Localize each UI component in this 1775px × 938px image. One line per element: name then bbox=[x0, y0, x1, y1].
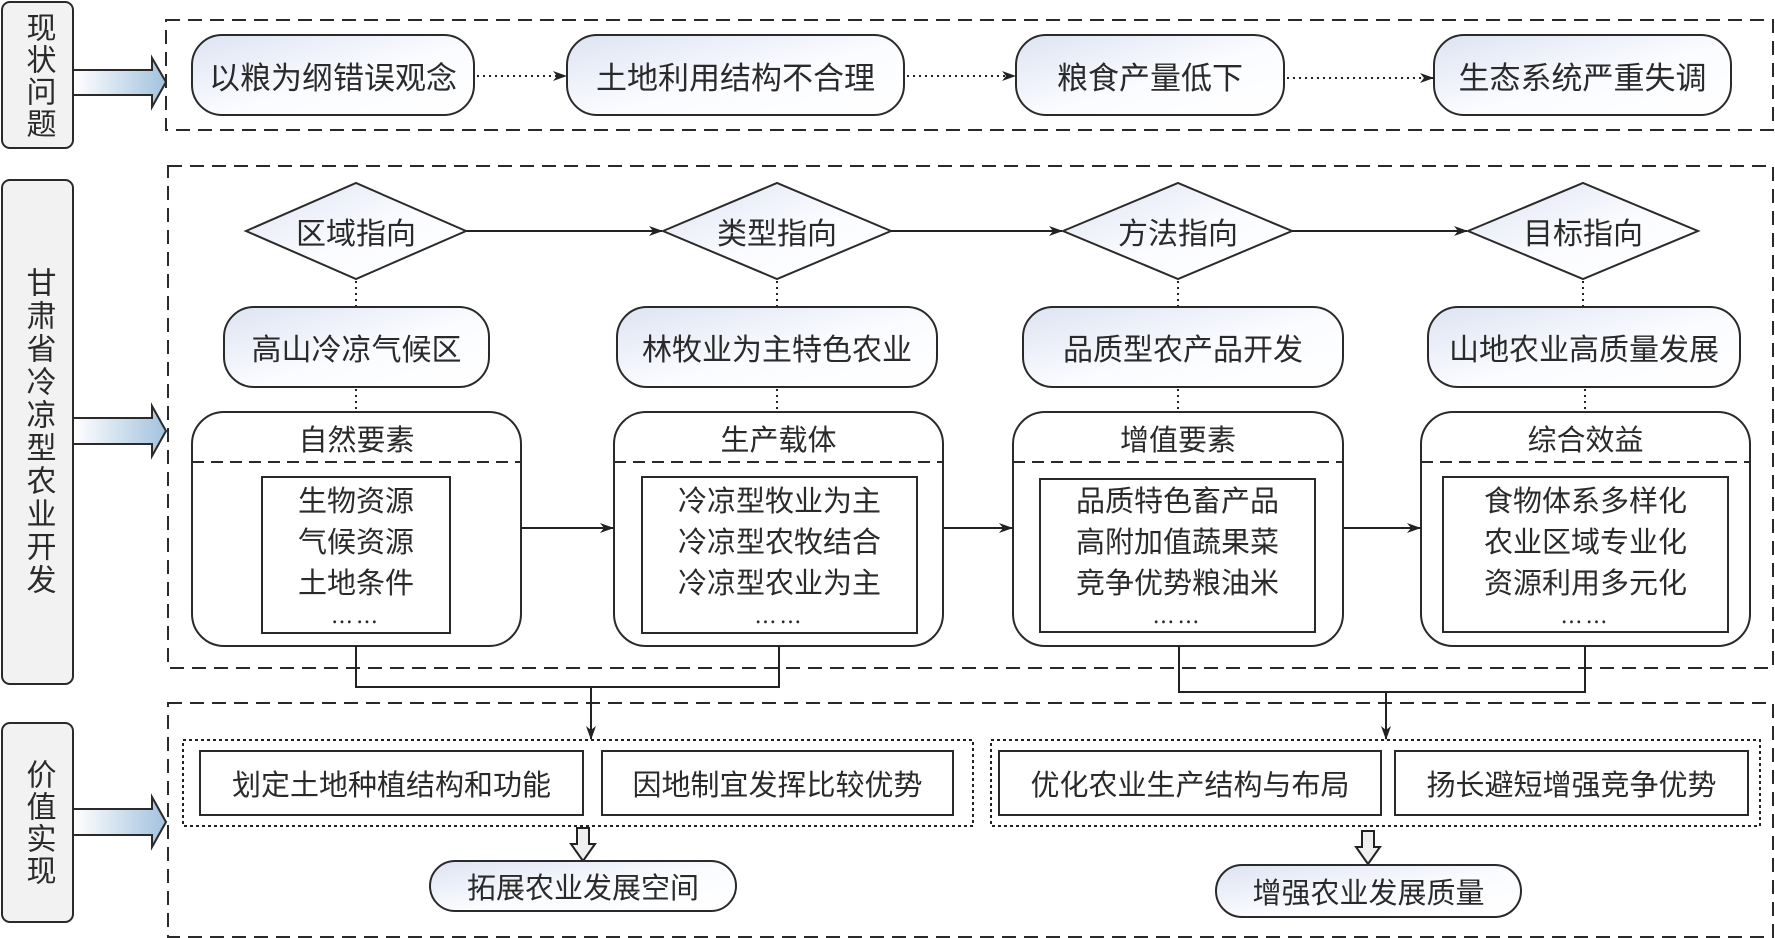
list-item: 生物资源 bbox=[297, 483, 414, 518]
section-label-value: 价值实现 bbox=[20, 758, 56, 887]
list-ellipsis: …… bbox=[1152, 604, 1203, 629]
list-item: 土地条件 bbox=[297, 565, 414, 600]
hollow-arrow-down-2 bbox=[1354, 830, 1382, 866]
focus-pill-3 bbox=[1022, 306, 1344, 388]
problem-text-1: 以粮为纲错误观念 bbox=[209, 60, 457, 97]
problem-pill-1 bbox=[191, 34, 475, 116]
outcome-text-2: 增强农业发展质量 bbox=[1252, 876, 1485, 910]
box-title-1: 自然要素 bbox=[298, 423, 415, 457]
action-box-4 bbox=[1394, 750, 1749, 816]
list-item: 农业区域专业化 bbox=[1483, 524, 1687, 559]
problem-pill-2 bbox=[566, 34, 905, 116]
box-list-3: 品质特色畜产品 高附加值蔬果菜 竞争优势粮油米 …… bbox=[1040, 480, 1315, 631]
direction-text-4: 目标指向 bbox=[1523, 217, 1643, 252]
merge-connector-right bbox=[1178, 646, 1586, 693]
action-box-1 bbox=[199, 750, 584, 816]
box-list-1: 生物资源 气候资源 土地条件 …… bbox=[262, 479, 450, 631]
direction-diamond-4 bbox=[1465, 181, 1701, 281]
section-label-problems: 现状问题 bbox=[20, 12, 56, 140]
problem-text-4: 生态系统严重失调 bbox=[1458, 60, 1707, 97]
outcome-text-1: 拓展农业发展空间 bbox=[466, 871, 699, 905]
merge-connector-left bbox=[355, 646, 780, 688]
element-box-1 bbox=[191, 411, 522, 647]
box-list-4: 食物体系多样化 农业区域专业化 资源利用多元化 …… bbox=[1443, 479, 1728, 631]
focus-pill-4 bbox=[1427, 306, 1741, 388]
dotted-connectors bbox=[355, 281, 1586, 411]
section-label-development: 甘肃省冷凉型农业开发 bbox=[20, 267, 56, 597]
action-text-3: 优化农业生产结构与布局 bbox=[1030, 768, 1350, 802]
hollow-arrow-down-1 bbox=[569, 827, 597, 863]
focus-text-3: 品质型农产品开发 bbox=[1063, 333, 1303, 368]
element-box-4 bbox=[1420, 411, 1751, 647]
action-box-3 bbox=[998, 750, 1382, 816]
problem-text-2: 土地利用结构不合理 bbox=[596, 60, 875, 97]
focus-pill-1 bbox=[223, 306, 490, 388]
section-container-problems bbox=[165, 19, 1774, 131]
value-group-2 bbox=[990, 739, 1761, 827]
problem-text-3: 粮食产量低下 bbox=[1057, 60, 1243, 97]
list-item: 品质特色畜产品 bbox=[1075, 484, 1279, 518]
box-title-2: 生产载体 bbox=[720, 423, 837, 457]
list-ellipsis: …… bbox=[331, 603, 381, 629]
problem-pill-3 bbox=[1015, 34, 1285, 116]
list-ellipsis: …… bbox=[1560, 603, 1611, 629]
list-item: 气候资源 bbox=[297, 524, 414, 559]
box-list-2: 冷凉型牧业为主 冷凉型农牧结合 冷凉型农业为主 …… bbox=[642, 479, 917, 631]
outcome-pill-2 bbox=[1215, 864, 1522, 918]
action-box-2 bbox=[601, 750, 954, 816]
section-container-development bbox=[167, 165, 1774, 669]
box-title-3: 增值要素 bbox=[1119, 423, 1236, 457]
element-box-3 bbox=[1012, 411, 1344, 647]
list-item: 食物体系多样化 bbox=[1483, 483, 1687, 518]
outcome-pill-1 bbox=[429, 860, 737, 912]
section-container-value bbox=[167, 702, 1774, 938]
focus-text-2: 林牧业为主特色农业 bbox=[642, 333, 912, 368]
direction-text-2: 类型指向 bbox=[717, 217, 837, 252]
list-item: 冷凉型农牧结合 bbox=[677, 524, 881, 559]
list-item: 竞争优势粮油米 bbox=[1075, 566, 1279, 600]
list-item: 冷凉型牧业为主 bbox=[677, 483, 881, 518]
block-arrow-development bbox=[72, 402, 168, 460]
action-text-4: 扬长避短增强竞争优势 bbox=[1426, 768, 1717, 802]
block-arrow-value bbox=[72, 793, 168, 851]
list-item: 冷凉型农业为主 bbox=[677, 565, 881, 600]
box-title-4: 综合效益 bbox=[1527, 423, 1644, 457]
block-arrow-problems bbox=[72, 54, 168, 111]
focus-text-4: 山地农业高质量发展 bbox=[1449, 333, 1719, 368]
list-ellipsis: …… bbox=[754, 603, 805, 629]
problem-pill-4 bbox=[1433, 34, 1732, 116]
list-item: 高附加值蔬果菜 bbox=[1075, 525, 1279, 559]
action-text-2: 因地制宜发挥比较优势 bbox=[632, 768, 923, 802]
action-text-1: 划定土地种植结构和功能 bbox=[231, 768, 551, 802]
element-box-2 bbox=[613, 411, 944, 647]
focus-pill-2 bbox=[616, 306, 938, 388]
direction-text-1: 区域指向 bbox=[296, 217, 416, 252]
direction-text-3: 方法指向 bbox=[1118, 217, 1238, 252]
focus-text-1: 高山冷凉气候区 bbox=[251, 333, 462, 368]
list-item: 资源利用多元化 bbox=[1483, 565, 1687, 600]
